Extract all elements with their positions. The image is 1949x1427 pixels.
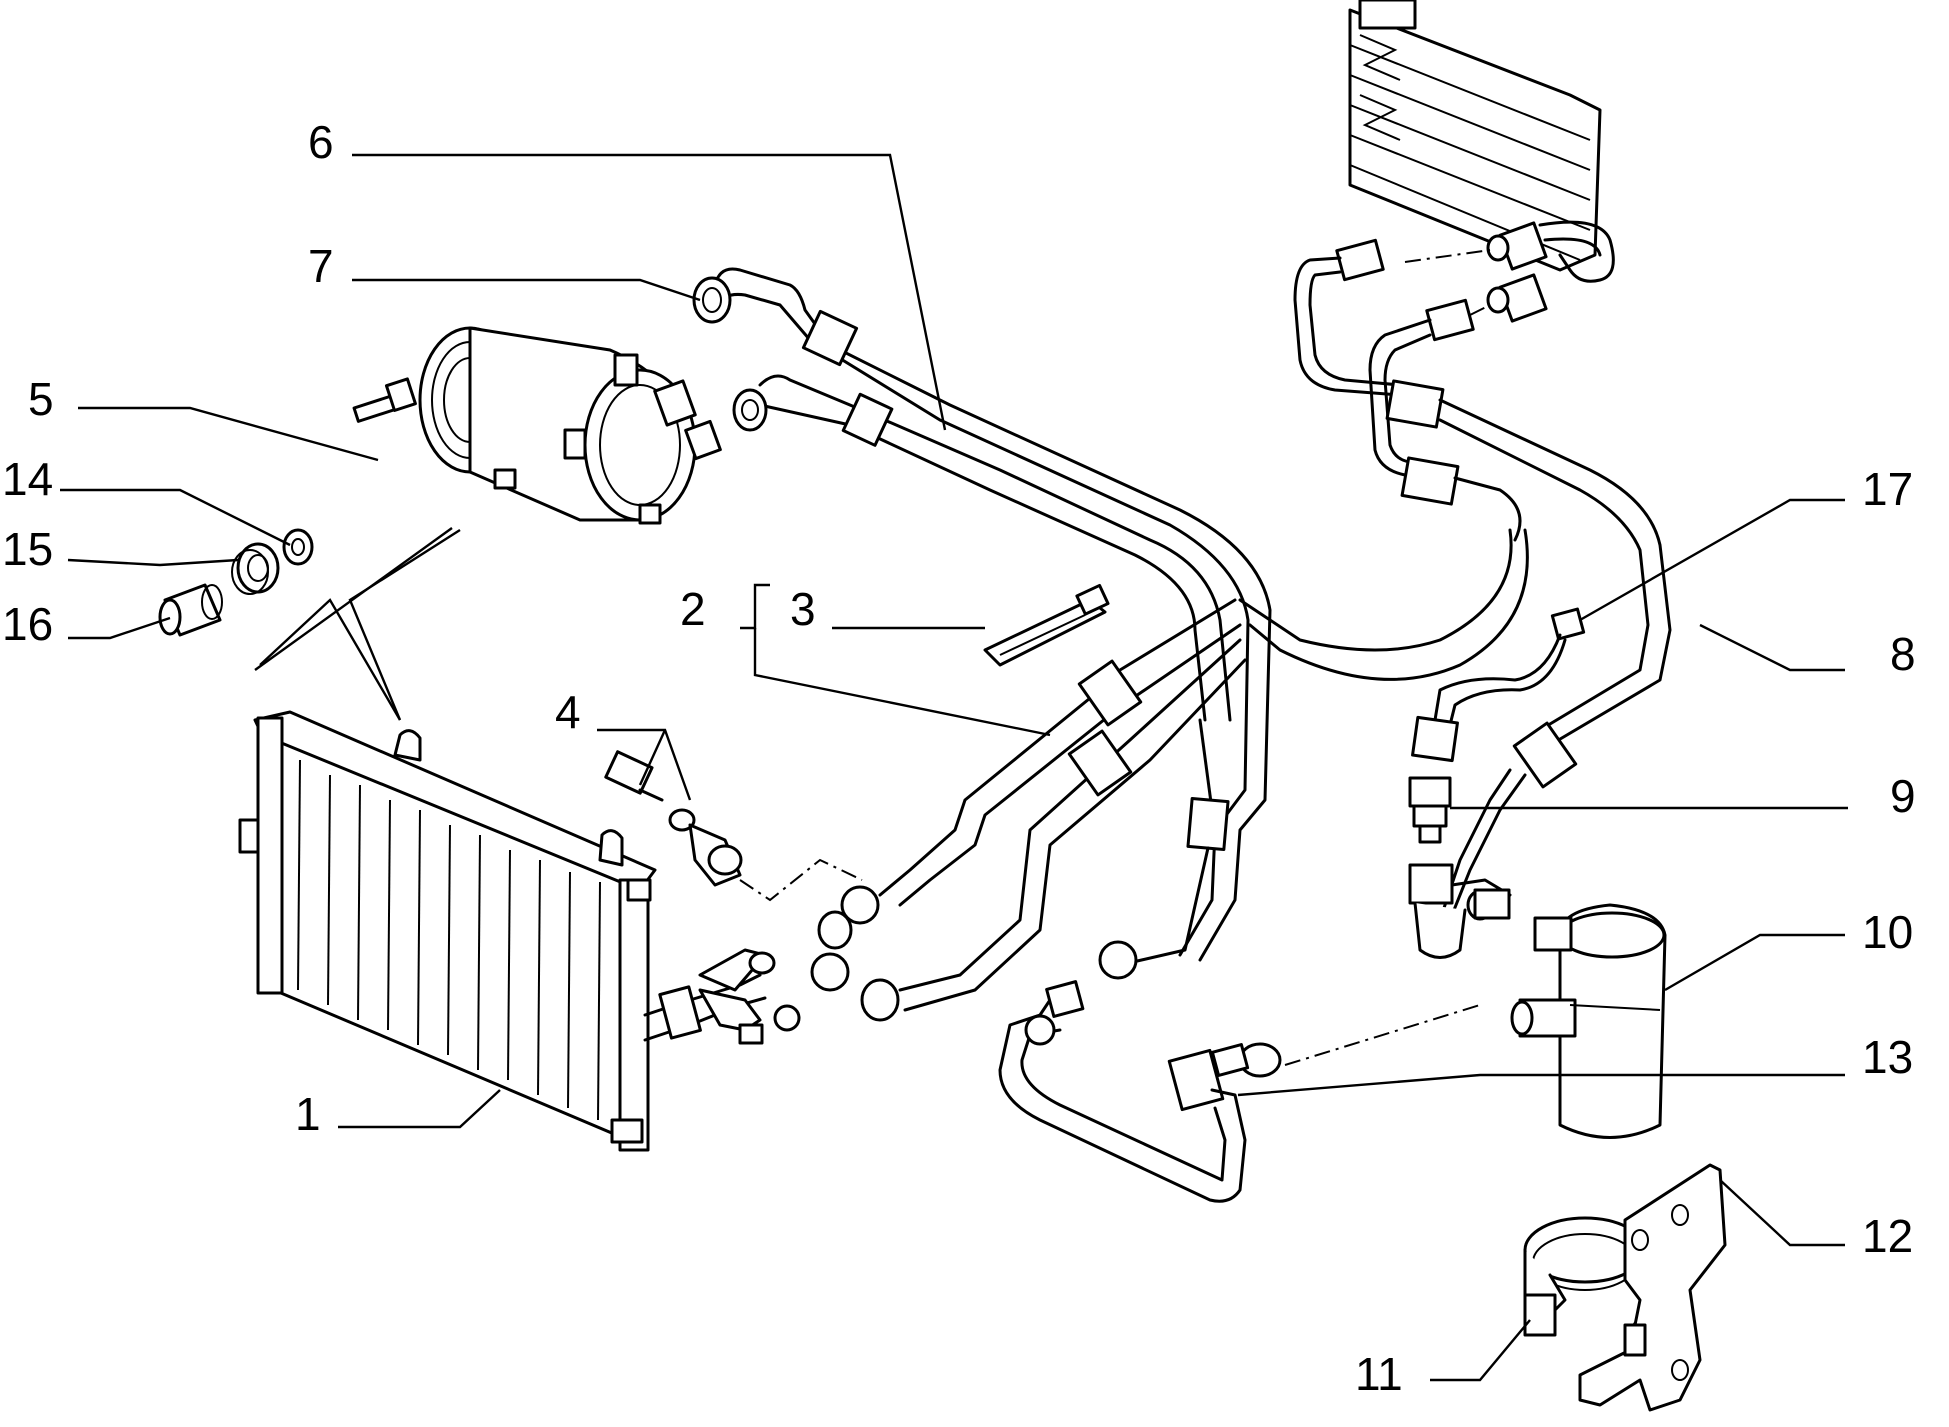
callout-12: 12 bbox=[1862, 1210, 1913, 1262]
evaporator-hoses bbox=[1293, 238, 1672, 922]
evap-dash-1 bbox=[1404, 249, 1491, 263]
bracket-line bbox=[254, 527, 453, 671]
bracket-part-12 bbox=[1578, 1163, 1727, 1412]
bolt-part-5 bbox=[352, 377, 417, 423]
callout-5: 5 bbox=[28, 373, 54, 425]
callout-15: 15 bbox=[2, 523, 53, 575]
callout-7: 7 bbox=[308, 240, 334, 292]
condenser bbox=[238, 710, 801, 1152]
pipe-part-13 bbox=[998, 980, 1282, 1203]
callout-3: 3 bbox=[790, 583, 816, 635]
callout-9: 9 bbox=[1890, 770, 1916, 822]
callout-6: 6 bbox=[308, 116, 334, 168]
callout-17: 17 bbox=[1862, 463, 1913, 515]
callout-13: 13 bbox=[1862, 1031, 1913, 1083]
callout-14: 14 bbox=[2, 453, 53, 505]
fitting-cluster bbox=[1408, 863, 1512, 959]
callout-11: 11 bbox=[1355, 1348, 1403, 1400]
callout-1: 1 bbox=[295, 1088, 321, 1140]
evap-dash-2 bbox=[1469, 304, 1491, 316]
callout-2: 2 bbox=[680, 583, 706, 635]
callout-8: 8 bbox=[1890, 628, 1916, 680]
callout-16: 16 bbox=[2, 598, 53, 650]
receiver-drier-part-10 bbox=[1510, 903, 1667, 1139]
leader-lines bbox=[60, 153, 1848, 1382]
hose-assembly bbox=[692, 267, 1529, 1022]
pressure-switch-part-9 bbox=[1408, 776, 1452, 844]
washer-part-14 bbox=[282, 528, 314, 566]
switch-dash-line bbox=[739, 858, 863, 902]
seal-part-15 bbox=[231, 542, 280, 595]
callout-10: 10 bbox=[1862, 906, 1913, 958]
evaporator bbox=[1348, 0, 1615, 323]
compressor bbox=[418, 326, 722, 525]
condenser-parts-leader bbox=[348, 528, 461, 721]
valve-part-3 bbox=[983, 583, 1110, 667]
drier-dash-line bbox=[1284, 1004, 1481, 1066]
condenser-parts-leader-2 bbox=[259, 598, 402, 721]
bushing-part-16 bbox=[158, 583, 223, 637]
sensor-part-17 bbox=[1411, 607, 1586, 763]
callout-4: 4 bbox=[555, 686, 581, 738]
